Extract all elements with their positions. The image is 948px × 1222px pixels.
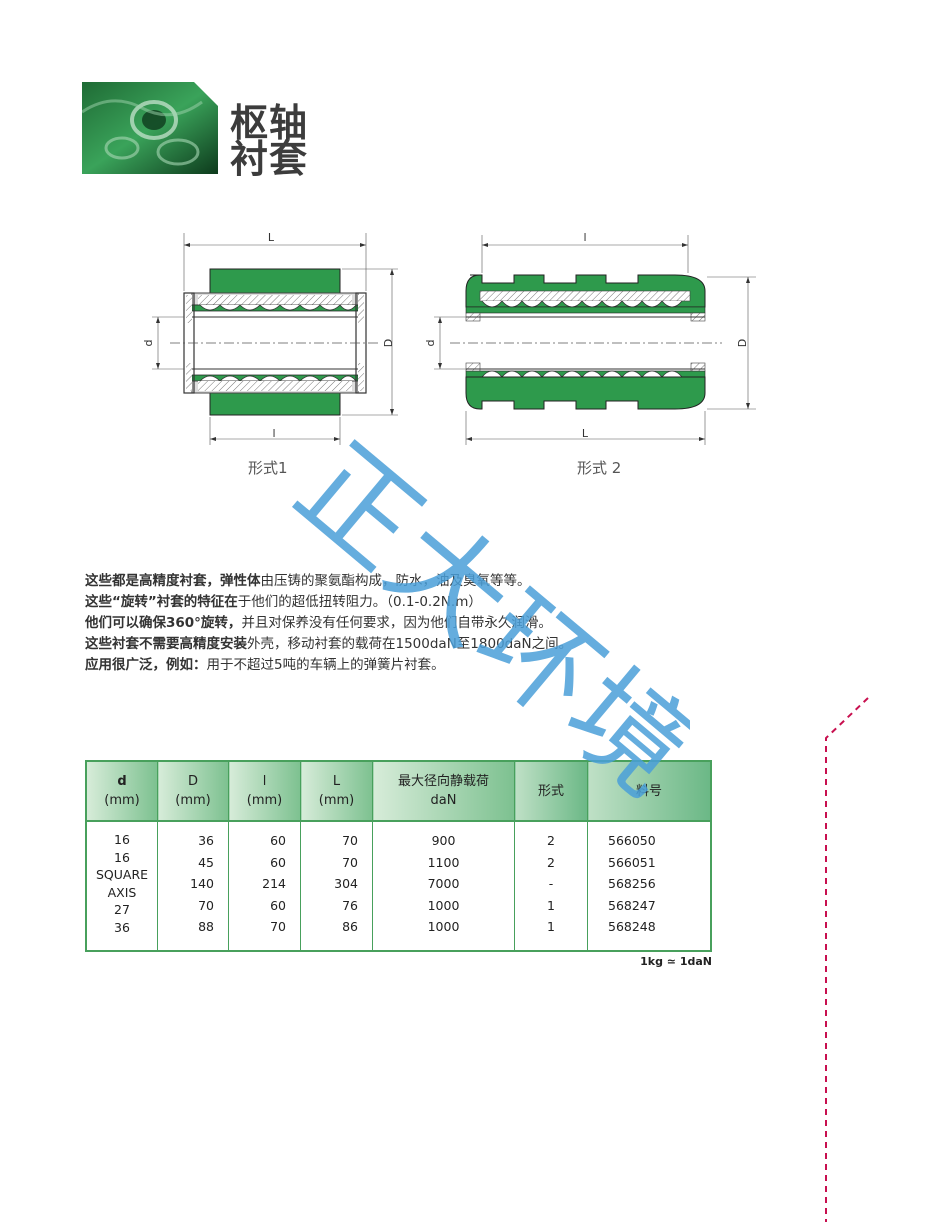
col-l-cell: 60 60 214 60 70 — [228, 821, 301, 951]
col-part-no-cell: 566050 566051 568256 568247 568248 — [608, 833, 656, 934]
description-line-4: 这些衬套不需要高精度安装外壳，移动衬套的载荷在1500daN至1800daN之间… — [85, 636, 573, 652]
page-title-line2: 衬套 — [230, 137, 309, 181]
col-max-load-cell: 900 1100 7000 1000 1000 — [372, 821, 515, 951]
description-line-2: 这些“旋转”衬套的特征在于他们的超低扭转阻力。（0.1-0.2N.m） — [85, 594, 482, 610]
col-type-cell: 2 2 - 1 1 — [514, 821, 588, 951]
type2-drawing — [434, 235, 756, 445]
bushing-technical-drawings: L l d D — [142, 231, 756, 445]
type2-dim-D-label: D — [736, 339, 749, 347]
header-product-photo — [82, 82, 218, 174]
header-type: 形式 — [514, 761, 588, 822]
description-line-5: 应用很广泛，例如：用于不超过5吨的车辆上的弹簧片衬套。 — [85, 657, 445, 673]
col-L-cell: 70 70 304 76 86 — [300, 821, 373, 951]
decorative-dashed-line — [825, 697, 869, 1222]
type2-dim-L-label: L — [582, 427, 589, 440]
type1-dim-L-label: L — [268, 231, 275, 244]
col-d-cell: 16 16 SQUARE AXIS 27 36 — [86, 821, 158, 951]
page-title-line1: 枢轴 — [230, 101, 309, 145]
type1-dim-d-label: d — [142, 340, 155, 347]
table-body-row: 16 16 SQUARE AXIS 27 36 36 45 140 70 88 … — [86, 821, 711, 951]
type2-dim-d-label: d — [424, 340, 437, 347]
col-D-cell: 36 45 140 70 88 — [157, 821, 229, 951]
type2-dim-l-label: l — [583, 231, 586, 244]
header-d: d(mm) — [86, 761, 158, 822]
type2-caption: 形式 2 — [577, 459, 622, 477]
watermark: 正大环境 — [272, 420, 690, 820]
unit-note: 1kg ≃ 1daN — [640, 955, 712, 968]
type1-dim-D-label: D — [382, 339, 395, 347]
type1-drawing — [152, 233, 398, 445]
header-part-no: 料号 — [587, 761, 711, 822]
header-L: L(mm) — [300, 761, 373, 822]
type1-dim-l-label: l — [272, 427, 275, 440]
watermark-text: 正大环境 — [272, 420, 690, 820]
header-D: D(mm) — [157, 761, 229, 822]
header-l: l(mm) — [228, 761, 301, 822]
description-line-1: 这些都是高精度衬套，弹性体由压铸的聚氨酯构成，防水，油及臭氧等等。 — [85, 573, 531, 589]
type1-caption: 形式1 — [248, 459, 288, 477]
description-line-3: 他们可以确保360°旋转，并且对保养没有任何要求，因为他们自带永久润滑。 — [85, 615, 552, 631]
description-block: 这些都是高精度衬套，弹性体由压铸的聚氨酯构成，防水，油及臭氧等等。 这些“旋转”… — [85, 571, 572, 676]
